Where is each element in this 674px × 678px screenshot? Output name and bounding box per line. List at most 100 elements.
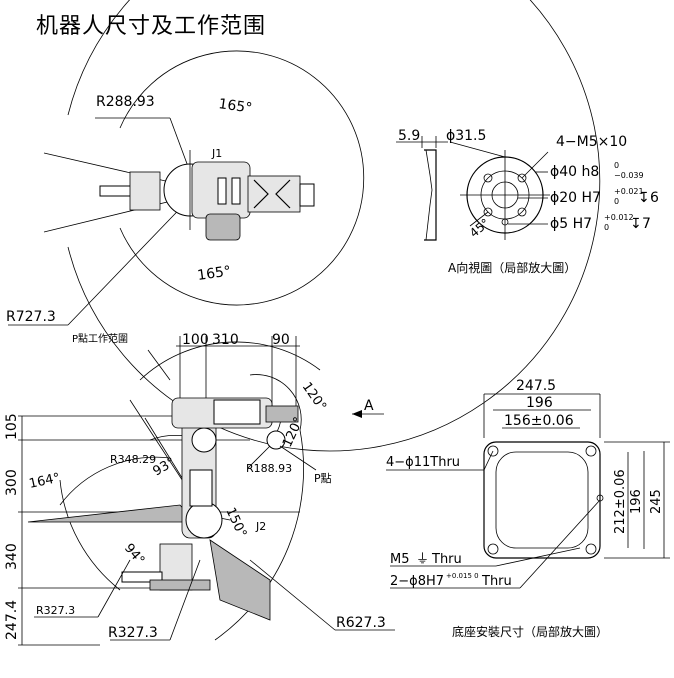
dim-label: 90 [272, 332, 290, 348]
height-label: 196 [629, 489, 644, 514]
bore-label: ϕ20 H7 [550, 190, 601, 206]
angle-label: 164° [28, 471, 62, 492]
leader-line [247, 445, 271, 469]
wrist-cross [253, 179, 291, 209]
radius-label: R188.93 [246, 462, 292, 475]
bolt-hole [517, 173, 527, 183]
base-view: 247.5 196 156±0.06 4−ϕ11Thru 212±0.06 19… [386, 378, 670, 639]
pin-hole [596, 494, 604, 502]
radius-label: R327.3 [108, 625, 158, 641]
tol-up: 0 [614, 161, 619, 170]
dim-label: 100 [182, 332, 209, 348]
angle-label: 45° [467, 216, 492, 240]
radius-label: R627.3 [336, 615, 386, 631]
m5-label: M5 [390, 552, 410, 567]
top-view: R288.93 165° 165° R727.3 J1 [6, 0, 601, 452]
angle-label: 94° [121, 541, 147, 568]
tol-up: +0.012 [604, 213, 634, 222]
tol-low: 0 [614, 197, 619, 206]
dim-label: 310 [212, 332, 239, 348]
angle-label: 165° [196, 263, 232, 284]
upper-arm-panel [213, 399, 261, 425]
joint2-label: J2 [255, 520, 266, 533]
depth-label: 7 [642, 216, 651, 232]
bolt-hole [517, 207, 527, 217]
range-wedge [209, 539, 271, 621]
radius-label: R288.93 [96, 94, 155, 110]
p-range-arc [139, 341, 321, 381]
tol-up: +0.021 [614, 187, 644, 196]
pin-label: ϕ5 H7 [550, 216, 592, 232]
height-label: 340 [4, 543, 20, 570]
base-caption: 底座安裝尺寸（局部放大圖） [452, 624, 608, 639]
angle-leader [469, 211, 489, 227]
joint2 [185, 501, 223, 539]
radius-label: R327.3 [36, 604, 75, 617]
dim-label: ϕ31.5 [446, 128, 486, 144]
dim-label: 5.9 [398, 128, 420, 144]
angle-label: 165° [217, 96, 253, 117]
range-arc [59, 479, 121, 591]
joint3 [191, 427, 217, 453]
mount-hole [585, 543, 597, 555]
depth-label: 6 [650, 190, 659, 206]
height-label: 247.4 [4, 600, 20, 640]
leader-line [67, 191, 197, 326]
work-range-outer-arc [67, 0, 601, 452]
m5-thru-label: Thru [431, 552, 462, 567]
r348-arc [59, 456, 171, 506]
width-label: 196 [526, 395, 553, 411]
motor-housing [205, 213, 241, 241]
base-outline [483, 441, 601, 559]
cable [99, 185, 133, 197]
angle-label: 150° [222, 505, 249, 540]
tool-point-circle [266, 430, 286, 450]
depth-symbol: ↧ [630, 216, 642, 232]
height-label: 212±0.06 [613, 469, 628, 534]
p-point-label: P點 [314, 472, 332, 485]
cable-connector [121, 571, 163, 583]
mount-hole [487, 445, 499, 457]
pin-thru-label: Thru [481, 574, 512, 589]
height-label: 105 [4, 413, 20, 440]
leader-line [519, 499, 601, 589]
leader-line [449, 141, 506, 158]
leader-line [169, 559, 201, 641]
bore-label: ϕ40 h8 [550, 164, 599, 180]
depth-symbol: ↧ [638, 190, 650, 206]
leader-line [483, 450, 494, 471]
tol-low: 0 [604, 223, 609, 232]
height-label: 300 [4, 469, 20, 496]
hole-label: 4−ϕ11Thru [386, 455, 460, 470]
range-wedge [27, 504, 196, 523]
leader-line [279, 445, 317, 471]
height-label: 245 [649, 489, 664, 514]
flange-side-curve [425, 149, 433, 241]
pin-tol-label: +0.015 0 [446, 572, 479, 580]
flange-view: 5.9 ϕ31.5 4−M5×10 ϕ40 h8 0 −0.039 ϕ20 H7… [396, 128, 659, 275]
ground-icon: ⏚ [416, 552, 429, 567]
bolt-hole [483, 173, 493, 183]
angle-label: 120° [299, 380, 329, 414]
tol-low: −0.039 [614, 171, 644, 180]
joint3-arc [249, 374, 302, 431]
view-a-label: A [364, 398, 374, 414]
page-title: 机器人尺寸及工作范围 [36, 14, 267, 39]
robot-base [129, 171, 161, 211]
pin-label: 2−ϕ8H7 [390, 574, 444, 589]
leader-line [249, 559, 336, 631]
width-label: 247.5 [516, 378, 556, 394]
flange-caption: A向視圖（局部放大圖） [448, 260, 576, 275]
wrist [265, 405, 299, 423]
base-plate [149, 579, 211, 591]
arm-slot [231, 177, 241, 205]
width-label: 156±0.06 [504, 413, 574, 429]
p-range-label: P點工作范圍 [72, 332, 128, 345]
flange [299, 183, 315, 207]
leader-line [147, 349, 171, 381]
joint-label: J1 [211, 147, 222, 160]
radius-label: R727.3 [6, 309, 56, 325]
work-range-inner-arc [119, 50, 365, 306]
side-view: P點工作范圍 100 310 90 105 300 340 247.4 120°… [4, 332, 395, 646]
